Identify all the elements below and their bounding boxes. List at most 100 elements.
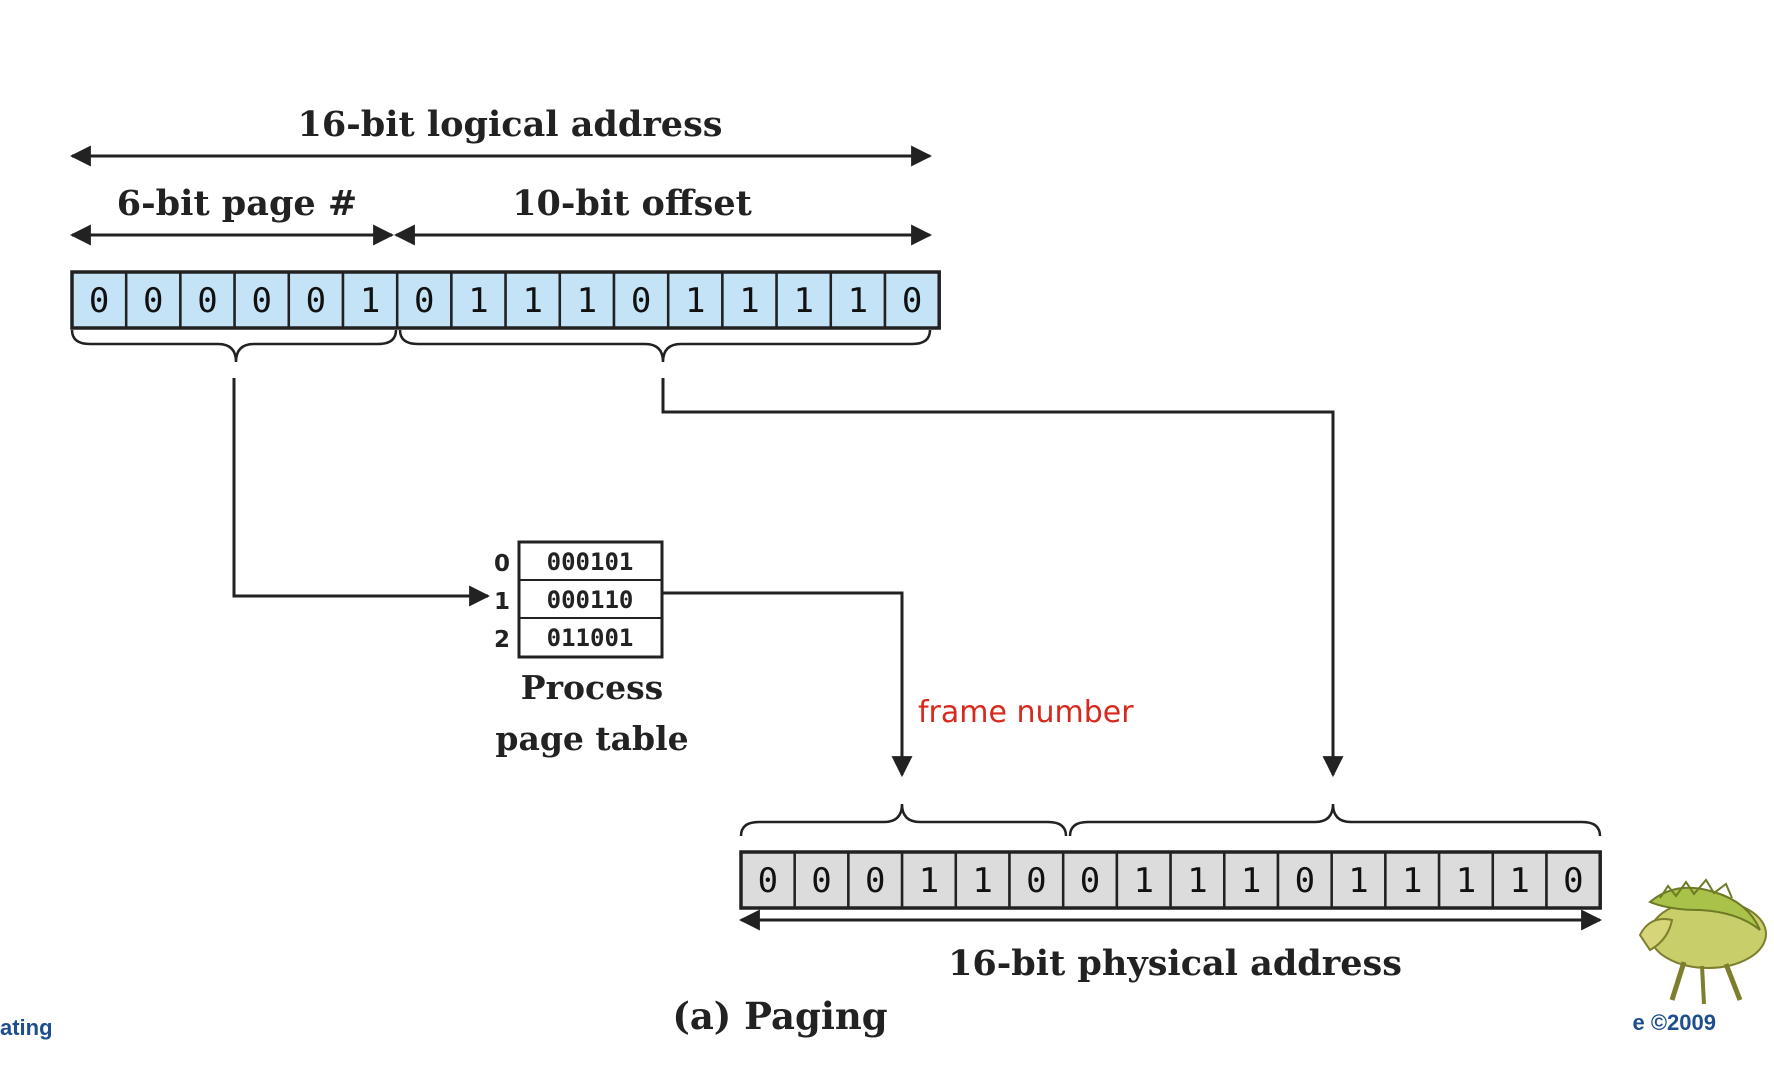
logical-bit-value: 0: [143, 281, 163, 321]
physical-bit-value: 0: [811, 861, 831, 901]
page-table-entry: 011001: [547, 624, 634, 652]
physical-bit-value: 1: [1509, 861, 1529, 901]
logical-bit-cell: 0: [70, 270, 128, 330]
logical-bit-cell: 0: [179, 270, 236, 330]
logical-address-title: 16-bit logical address: [298, 104, 723, 145]
logical-bit-value: 0: [89, 281, 109, 321]
logical-bit-value: 0: [631, 281, 651, 321]
logical-bit-value: 1: [739, 281, 759, 321]
logical-bit-value: 1: [848, 281, 868, 321]
frame-number-connector: [662, 591, 913, 778]
offset-brace: [398, 329, 932, 363]
page-table-index: 1: [494, 589, 510, 615]
page-table-caption: Process: [521, 668, 663, 707]
logical-bit-value: 1: [577, 281, 597, 321]
page-index-connector: [232, 378, 491, 607]
offset-connector: [661, 378, 1344, 778]
physical-bit-value: 0: [1080, 861, 1100, 901]
process-page-table: 0 1 2 000101 000110 011001: [494, 540, 664, 659]
logical-bit-cell: 1: [558, 270, 616, 330]
page-number-brace: [70, 329, 398, 363]
physical-bit-value: 0: [865, 861, 885, 901]
logical-bit-cell: 1: [341, 270, 399, 330]
physical-bit-cell: 1: [1491, 850, 1548, 910]
logical-bit-cell: 1: [775, 270, 833, 330]
dinosaur-mascot-icon: [1638, 878, 1767, 1005]
logical-bit-value: 0: [902, 281, 922, 321]
page-table-entry: 000110: [547, 586, 634, 614]
logical-bit-cell: 1: [450, 270, 507, 330]
physical-bit-value: 0: [1295, 861, 1315, 901]
logical-bit-value: 1: [522, 281, 542, 321]
logical-bit-box: [666, 270, 724, 330]
offset-label: 10-bit offset: [512, 183, 752, 224]
page-table-frame: [517, 540, 664, 659]
logical-bit-cell: 0: [124, 270, 182, 330]
page-number-label: 6-bit page #: [117, 183, 357, 224]
physical-offset-brace: [1068, 803, 1602, 837]
logical-address-frame: [70, 270, 941, 330]
physical-bit-cell: 1: [1169, 850, 1226, 910]
physical-bit-cell: 1: [900, 850, 958, 910]
physical-bit-value: 0: [1026, 861, 1046, 901]
figure-caption: (a) Paging: [672, 994, 887, 1038]
logical-bit-cell: 1: [721, 270, 778, 330]
page-table-index: 2: [494, 627, 510, 653]
logical-bit-cell: 1: [666, 270, 724, 330]
logical-bit-cell: 0: [233, 270, 291, 330]
physical-address-title: 16-bit physical address: [948, 943, 1402, 984]
page-table-entry: 000101: [547, 548, 634, 576]
logical-bit-cell: 0: [395, 270, 453, 330]
physical-bit-cell: 1: [1223, 850, 1280, 910]
physical-bit-cell: 1: [1115, 850, 1172, 910]
logical-bit-cell: 1: [504, 270, 562, 330]
physical-bit-value: 0: [758, 861, 778, 901]
logical-bit-box: [829, 270, 887, 330]
physical-bit-value: 1: [919, 861, 939, 901]
physical-bit-cell: 0: [1545, 850, 1602, 910]
logical-bit-box: [883, 270, 941, 330]
footer-left-text: ating: [0, 1015, 53, 1040]
physical-bit-cell: 0: [1061, 850, 1119, 910]
physical-address-frame: [739, 850, 1602, 910]
physical-bit-value: 0: [1563, 861, 1583, 901]
logical-bit-value: 0: [197, 281, 217, 321]
physical-bit-cell: 1: [954, 850, 1011, 910]
frame-number-label: frame number: [918, 695, 1134, 730]
logical-bit-value: 0: [306, 281, 326, 321]
logical-bit-value: 1: [685, 281, 705, 321]
logical-bit-value: 0: [414, 281, 434, 321]
physical-bit-cell: 0: [793, 850, 850, 910]
physical-bit-cell: 0: [1276, 850, 1333, 910]
physical-bit-cell: 0: [739, 850, 796, 910]
physical-bit-value: 1: [1187, 861, 1207, 901]
physical-bit-cell: 0: [847, 850, 904, 910]
physical-bit-value: 1: [1348, 861, 1368, 901]
logical-bit-cell: 0: [883, 270, 941, 330]
logical-bit-value: 1: [793, 281, 813, 321]
physical-bit-cell: 0: [1008, 850, 1065, 910]
logical-bit-cell: 1: [829, 270, 887, 330]
logical-bit-box: [179, 270, 236, 330]
physical-bit-value: 1: [1134, 861, 1154, 901]
logical-bit-cell: 0: [612, 270, 670, 330]
physical-bit-cell: 1: [1437, 850, 1495, 910]
physical-bit-cell: 1: [1330, 850, 1387, 910]
physical-bit-value: 1: [1402, 861, 1422, 901]
physical-bit-value: 1: [1241, 861, 1261, 901]
footer-right-text: e ©2009: [1633, 1010, 1717, 1035]
logical-bit-value: 1: [468, 281, 488, 321]
frame-number-brace: [739, 803, 1068, 837]
logical-bit-value: 0: [251, 281, 271, 321]
logical-bit-box: [70, 270, 128, 330]
logical-bit-cell: 0: [287, 270, 345, 330]
physical-bit-value: 1: [972, 861, 992, 901]
page-table-caption: page table: [495, 719, 688, 758]
physical-bit-cell: 1: [1384, 850, 1441, 910]
logical-bit-value: 1: [360, 281, 380, 321]
page-table-index: 0: [494, 551, 510, 577]
physical-bit-value: 1: [1456, 861, 1476, 901]
